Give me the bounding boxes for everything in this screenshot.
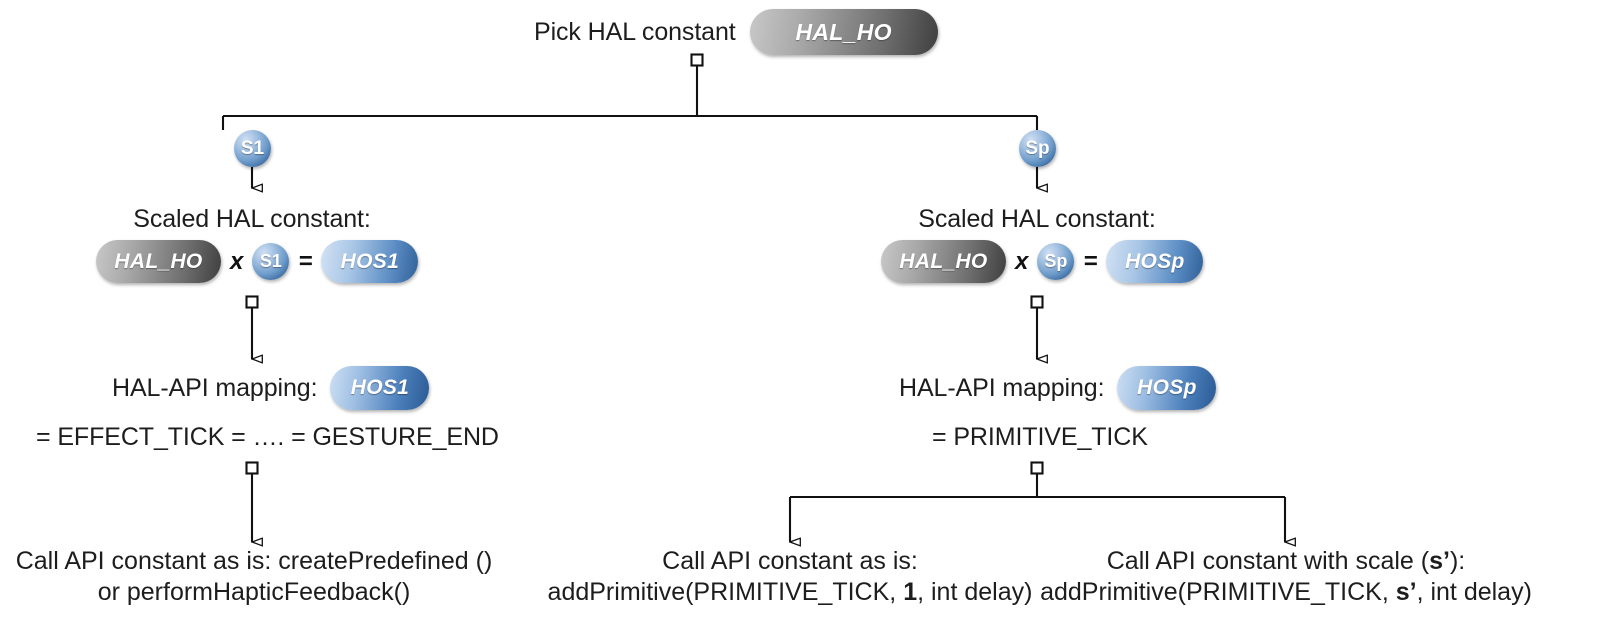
leaf-primitive-scaled: Call API constant with scale (s’): addPr…	[1030, 546, 1542, 608]
mapping-left-label: HAL-API mapping:	[112, 373, 318, 402]
leaf-predefined: Call API constant as is: createPredefine…	[0, 546, 508, 608]
junction-square-left-mapping	[245, 461, 259, 475]
scaled-left-eq-operator: =	[298, 247, 313, 275]
leaf-primitive-as-is-line2-bold: 1	[903, 578, 918, 606]
leaf-primitive-as-is-line1: Call API constant as is:	[662, 547, 918, 575]
scaled-left-operand-hal-ho[interactable]: HAL_HO	[96, 240, 221, 283]
leaf-primitive-scaled-line1-suffix: ):	[1449, 547, 1466, 575]
leaf-primitive-scaled-line2-prefix: addPrimitive(PRIMITIVE_TICK,	[1040, 578, 1396, 606]
leaf-predefined-line1: Call API constant as is: createPredefine…	[15, 547, 493, 575]
leaf-primitive-scaled-line2-bold: s’	[1395, 578, 1417, 606]
leaf-primitive-scaled-line2: addPrimitive(PRIMITIVE_TICK, s’, int del…	[1030, 577, 1542, 608]
scaled-left-group: Scaled HAL constant:	[96, 205, 408, 234]
leaf-primitive-scaled-line1-prefix: Call API constant with scale (	[1106, 547, 1430, 575]
scaled-right-group: Scaled HAL constant:	[881, 205, 1193, 234]
mapping-left-expansion: = EFFECT_TICK = …. = GESTURE_END	[36, 423, 499, 451]
leaf-predefined-line2: or performHapticFeedback()	[97, 578, 411, 606]
junction-square-left-scaled	[245, 295, 259, 309]
leaf-primitive-scaled-line1-bold: s’	[1429, 547, 1450, 575]
branch-badge-s1[interactable]: S1	[234, 130, 271, 167]
scaled-right-operand-hal-ho[interactable]: HAL_HO	[881, 240, 1006, 283]
scaled-left-equation: HAL_HO x S1 = HOS1	[96, 240, 419, 283]
mapping-right-expansion: = PRIMITIVE_TICK	[932, 423, 1148, 451]
mapping-left-row: HAL-API mapping: HOS1	[112, 366, 430, 410]
leaf-primitive-as-is-line2-suffix: , int delay)	[917, 578, 1033, 606]
scaled-left-mul-operator: x	[230, 247, 244, 275]
scaled-left-label: Scaled HAL constant:	[133, 205, 371, 233]
scaled-right-eq-operator: =	[1083, 247, 1098, 275]
junction-square-root	[690, 53, 704, 67]
junction-square-right-mapping	[1030, 461, 1044, 475]
root-pill-hal-ho[interactable]: HAL_HO	[749, 9, 938, 55]
scaled-left-result-hos1[interactable]: HOS1	[321, 240, 419, 283]
scaled-right-mul-operator: x	[1015, 247, 1029, 275]
scaled-left-operand-s1[interactable]: S1	[252, 243, 290, 280]
scaled-right-operand-sp[interactable]: Sp	[1037, 243, 1075, 280]
mapping-right-row: HAL-API mapping: HOSp	[899, 366, 1217, 410]
scaled-right-label: Scaled HAL constant:	[918, 205, 1156, 233]
junction-square-right-scaled	[1030, 295, 1044, 309]
root-label: Pick HAL constant	[534, 17, 736, 46]
scaled-right-equation: HAL_HO x Sp = HOSp	[881, 240, 1204, 283]
mapping-right-label: HAL-API mapping:	[899, 373, 1105, 402]
leaf-primitive-scaled-line1: Call API constant with scale (s’):	[1030, 546, 1542, 577]
scaled-right-result-hosp[interactable]: HOSp	[1106, 240, 1204, 283]
root-node: Pick HAL constant HAL_HO	[534, 9, 938, 55]
leaf-primitive-as-is: Call API constant as is: addPrimitive(PR…	[534, 546, 1046, 608]
branch-badge-sp[interactable]: Sp	[1019, 130, 1056, 167]
mapping-right-pill-hosp[interactable]: HOSp	[1117, 366, 1217, 410]
mapping-left-pill-hos1[interactable]: HOS1	[330, 366, 430, 410]
leaf-primitive-as-is-line2: addPrimitive(PRIMITIVE_TICK, 1, int dela…	[534, 577, 1046, 608]
leaf-primitive-scaled-line2-suffix: , int delay)	[1416, 578, 1532, 606]
leaf-primitive-as-is-line2-prefix: addPrimitive(PRIMITIVE_TICK,	[547, 578, 904, 606]
